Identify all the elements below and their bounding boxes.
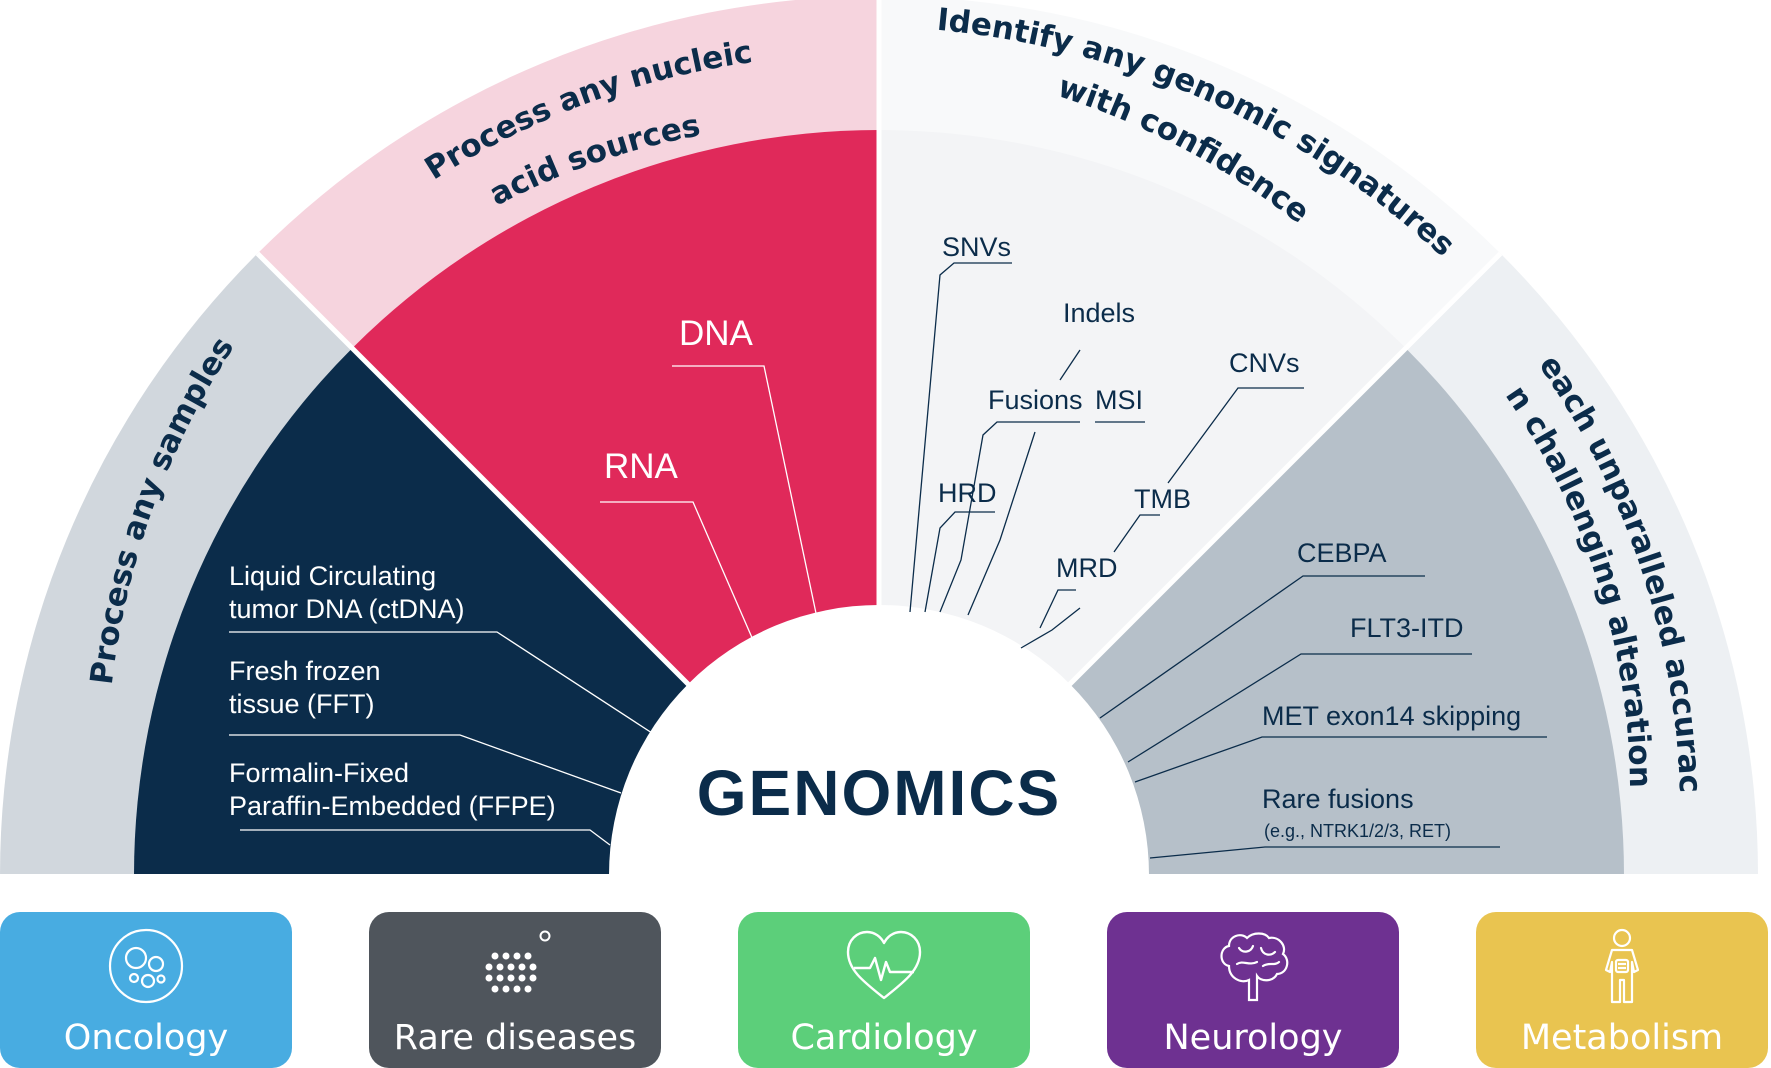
genomics-diagram: GENOMICS Process any samples Process any… [0, 0, 1758, 875]
leader-hrd [924, 511, 995, 613]
leader-msi-down [967, 431, 1036, 616]
label-cebpa: CEBPA [1297, 538, 1387, 568]
area-oncology: Oncology [0, 912, 292, 1068]
leader-cnvs [1167, 387, 1304, 484]
label-rare-sub: (e.g., NTRK1/2/3, RET) [1264, 821, 1451, 841]
leader-rare [1149, 846, 1500, 859]
leader-mrd2 [1039, 589, 1076, 629]
heart-pulse-icon [846, 930, 922, 1000]
sample-ffpe-line1: Formalin-Fixed [229, 758, 409, 788]
area-cardiology: Cardiology [738, 912, 1030, 1068]
leader-tmb [1113, 514, 1160, 553]
leader-indels [1059, 349, 1081, 381]
label-flt3: FLT3-ITD [1350, 613, 1464, 643]
label-rare: Rare fusions [1262, 784, 1414, 814]
leader-snvs [909, 262, 1012, 613]
label-tmb: TMB [1134, 484, 1191, 514]
area-label-neurology: Neurology [1163, 1018, 1343, 1058]
sample-liquid-line1: Liquid Circulating [229, 561, 436, 591]
label-mrd: MRD [1056, 553, 1118, 583]
leader-ffpe [240, 829, 611, 846]
leader-rna [600, 501, 754, 641]
leader-fft [229, 734, 622, 794]
sample-ffpe-line2: Paraffin-Embedded (FFPE) [229, 791, 556, 821]
area-neurology: Neurology [1107, 912, 1399, 1068]
cells-icon [108, 928, 184, 1004]
label-rna: RNA [604, 447, 679, 486]
label-hrd: HRD [938, 478, 997, 508]
area-label-metabolism: Metabolism [1520, 1018, 1724, 1058]
center-title: GENOMICS [697, 757, 1061, 829]
label-fusions: Fusions [988, 385, 1083, 415]
leader-mrd [1020, 607, 1081, 649]
leader-fusions [939, 421, 1080, 613]
sample-liquid-line2: tumor DNA (ctDNA) [229, 594, 465, 624]
label-dna: DNA [679, 314, 754, 353]
body-icon [1604, 928, 1640, 1004]
label-met: MET exon14 skipping [1262, 701, 1521, 731]
label-cnvs: CNVs [1229, 348, 1300, 378]
leader-flt3 [1127, 653, 1472, 763]
label-indels: Indels [1063, 298, 1135, 328]
leader-liquid [229, 631, 653, 734]
label-snvs: SNVs [942, 232, 1011, 262]
leader-dna [672, 365, 818, 619]
label-msi: MSI [1095, 385, 1143, 415]
area-label-rare-diseases: Rare diseases [393, 1018, 637, 1058]
leader-cebpa [1099, 575, 1425, 719]
brain-icon [1220, 932, 1289, 1002]
dot-grid-icon [485, 930, 551, 993]
center-disc [609, 605, 1149, 875]
sample-fft-line2: tissue (FFT) [229, 689, 375, 719]
area-label-cardiology: Cardiology [790, 1018, 978, 1058]
area-metabolism: Metabolism [1476, 912, 1768, 1068]
sample-fft-line1: Fresh frozen [229, 656, 381, 686]
area-rare-diseases: Rare diseases [369, 912, 661, 1068]
leader-met [1134, 736, 1547, 783]
area-label-oncology: Oncology [63, 1018, 229, 1058]
